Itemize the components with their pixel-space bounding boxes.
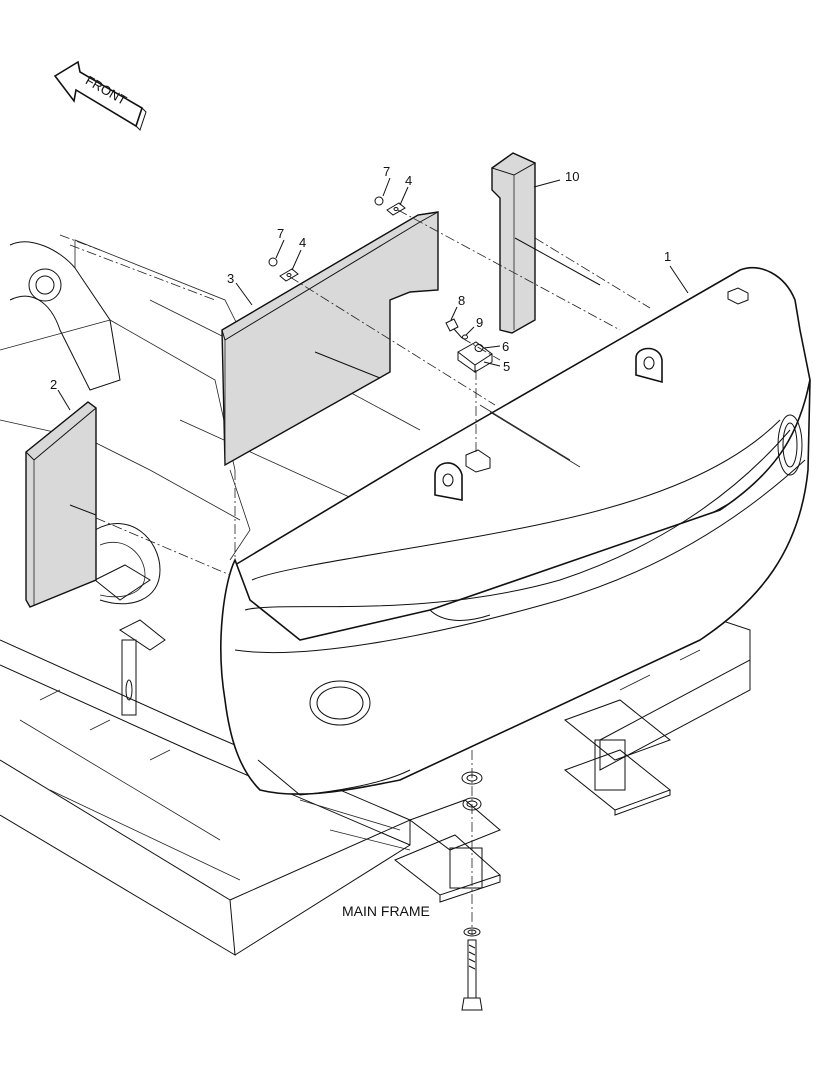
callout-10: 10 [565, 169, 579, 184]
callout-7-upper: 7 [383, 164, 390, 179]
nut-6 [474, 344, 484, 352]
vertical-plate-10 [490, 152, 537, 334]
callout-4-lower: 4 [299, 235, 306, 250]
nut-7-lower [268, 257, 278, 267]
callout-labels: 1 2 3 4 4 5 6 7 7 8 9 10 [50, 164, 671, 392]
bolt-8 [445, 318, 463, 339]
callout-5: 5 [503, 359, 510, 374]
callout-4-upper: 4 [405, 173, 412, 188]
main-frame-label: MAIN FRAME [342, 903, 430, 919]
bracket-5 [457, 341, 493, 373]
nut-7-upper [374, 196, 384, 206]
washer-4-upper [386, 202, 406, 216]
callout-8: 8 [458, 293, 465, 308]
front-direction-arrow: FRONT [53, 60, 147, 131]
washer-9 [462, 334, 468, 340]
side-plate-2 [25, 401, 97, 608]
washer-4-lower [279, 268, 299, 282]
callout-6: 6 [502, 339, 509, 354]
mount-bolt-stack [461, 750, 483, 1011]
callout-2: 2 [50, 377, 57, 392]
callout-9: 9 [476, 315, 483, 330]
leader-lines [57, 177, 689, 576]
counterweight [220, 266, 811, 796]
callout-7-lower: 7 [277, 226, 284, 241]
main-frame [0, 234, 751, 956]
callout-1: 1 [664, 249, 671, 264]
callout-3: 3 [227, 271, 234, 286]
cover-plate-3 [221, 211, 439, 467]
